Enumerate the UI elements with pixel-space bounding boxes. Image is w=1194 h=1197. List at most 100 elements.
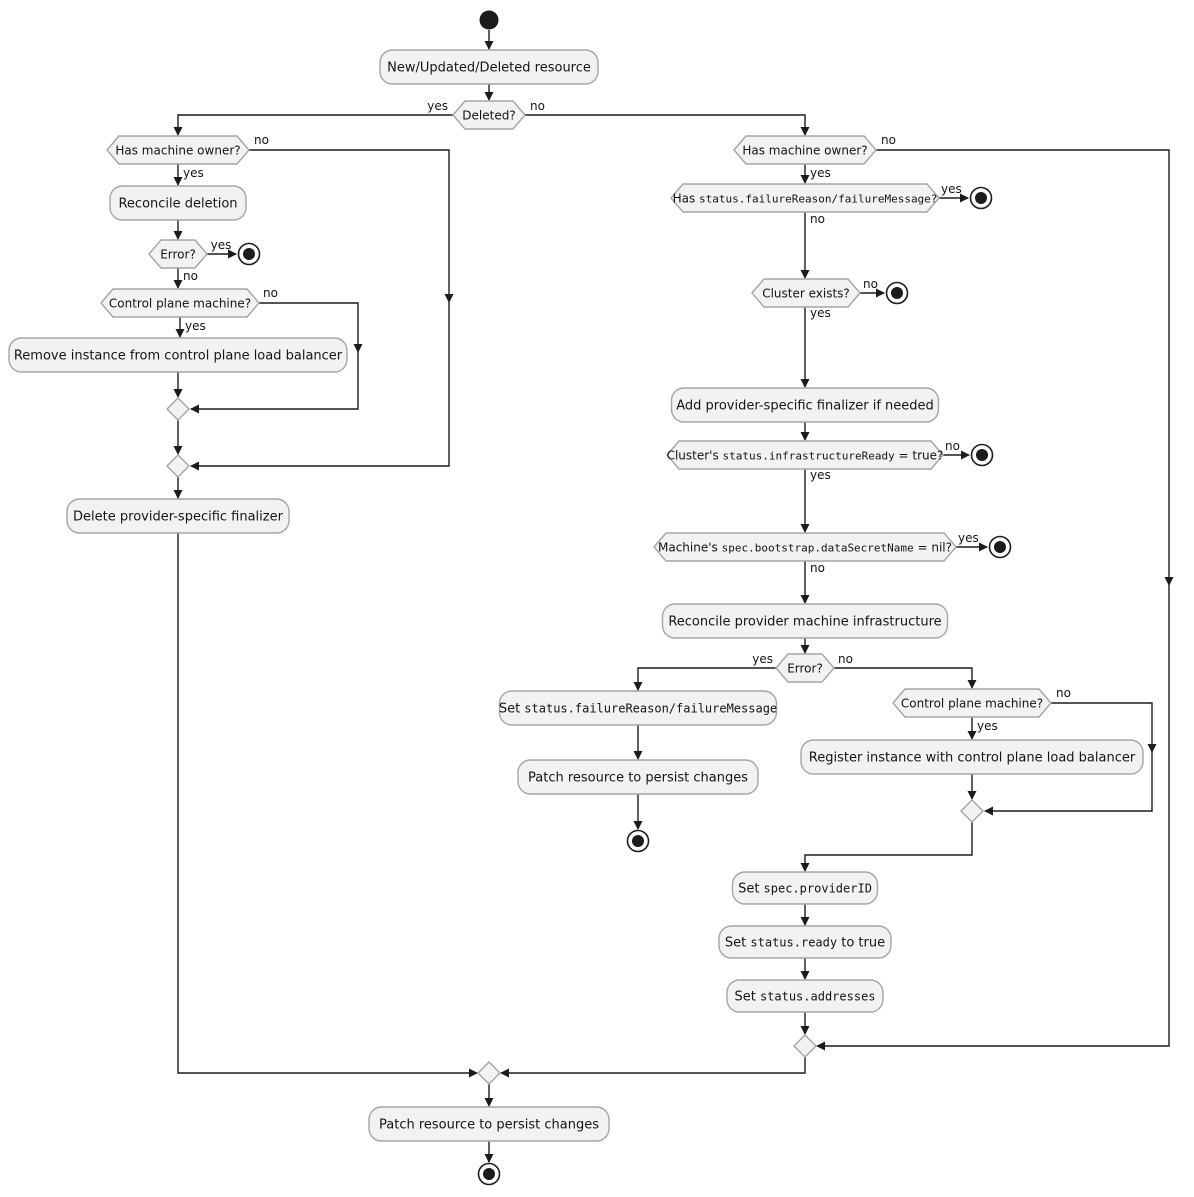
decision-control-plane-machine-right-label: Control plane machine?	[901, 697, 1043, 711]
arrowhead-icon	[484, 1098, 494, 1107]
activity-reconcile-provider-machine-infrastructure: Reconcile provider machine infrastructur…	[661, 603, 949, 639]
arrowhead-icon	[967, 791, 977, 800]
edge-add-finalizer-to-infra-ready	[800, 422, 810, 441]
arrowhead-icon	[173, 280, 183, 289]
decision-deleted-label: Deleted?	[462, 109, 515, 123]
edge-data-secret-no-guard-label: no	[810, 561, 825, 575]
activity-patch-resource-error-branch: Patch resource to persist changes	[517, 759, 759, 795]
arrowhead-icon	[444, 294, 454, 303]
merge-diamond-3	[960, 799, 984, 823]
decision-deleted: Deleted?	[452, 100, 526, 130]
arrowhead-icon	[190, 461, 199, 471]
edge-owner-left-no: no	[190, 133, 454, 471]
activity-set-status-addresses: Set status.addresses	[726, 979, 884, 1013]
edge-reconcile-infra-to-error	[800, 638, 810, 654]
decision-cluster-exists-label: Cluster exists?	[762, 287, 850, 301]
arrowhead-icon	[173, 490, 183, 499]
edge-error-right-no-guard-label: no	[838, 652, 853, 666]
edge-failure-no-guard-label: no	[810, 212, 825, 226]
decision-error-right-label: Error?	[787, 662, 823, 676]
edge-cpm-right-yes: yes	[967, 717, 998, 740]
activity-set-spec-provider-id: Set spec.providerID	[731, 871, 879, 905]
decision-infrastructure-ready-label: Cluster's status.infrastructureReady = t…	[667, 449, 944, 463]
arrowhead-icon	[1164, 577, 1174, 586]
activity-patch-resource-error-branch-label: Patch resource to persist changes	[528, 771, 748, 786]
activity-delete-provider-finalizer-label: Delete provider-specific finalizer	[73, 510, 284, 525]
decision-has-machine-owner-right: Has machine owner?	[733, 135, 877, 165]
edge-data-secret-no: no	[800, 561, 825, 604]
start-node	[479, 10, 499, 30]
edge-error-left-no-guard-label: no	[183, 269, 198, 283]
activity-set-failure-reason: Set status.failureReason/failureMessage	[498, 690, 778, 726]
arrowhead-icon	[469, 1068, 478, 1078]
decision-control-plane-machine-left-label: Control plane machine?	[109, 297, 251, 311]
activity-register-instance-with-lb: Register instance with control plane loa…	[800, 739, 1144, 775]
decision-has-failure-reason: Has status.failureReason/failureMessage?	[670, 183, 940, 213]
edge-cpm-left-yes-guard-label: yes	[185, 319, 206, 333]
edge-cpm-right-no: no	[984, 686, 1157, 816]
edge-merge1-to-merge2	[173, 420, 183, 455]
edge-cpm-left-yes: yes	[175, 317, 206, 338]
arrowhead-icon	[175, 329, 185, 338]
edge-deleted-no: no	[525, 99, 810, 136]
edge-provider-id-to-ready	[800, 904, 810, 926]
edge-cpm-right-yes-guard-label: yes	[977, 719, 998, 733]
activity-patch-resource-final: Patch resource to persist changes	[368, 1106, 610, 1142]
edge-failure-yes: yes	[939, 182, 969, 203]
decision-has-machine-owner-right-label: Has machine owner?	[742, 144, 867, 158]
edge-start-to-resource	[484, 30, 494, 50]
activity-new-updated-deleted-resource: New/Updated/Deleted resource	[379, 49, 599, 85]
edge-register-to-merge3	[967, 774, 977, 800]
arrowhead-icon	[173, 177, 183, 186]
edge-error-right-yes-guard-label: yes	[752, 652, 773, 666]
end-node-error-left	[237, 242, 261, 266]
edge-owner-left-no-guard-label: no	[254, 133, 269, 147]
end-node-failure-reason	[969, 186, 993, 210]
edge-deleted-yes-guard-label: yes	[427, 99, 448, 113]
edge-failure-no: no	[800, 212, 825, 279]
edge-remove-instance-to-merge1	[173, 372, 183, 398]
arrowhead-icon	[800, 270, 810, 279]
edge-infra-ready-no: no	[943, 439, 970, 460]
edge-patch-final-to-end	[484, 1141, 494, 1163]
decision-control-plane-machine-left: Control plane machine?	[100, 288, 260, 318]
edge-infra-ready-yes: yes	[800, 468, 831, 533]
edge-merge3-to-provider-id	[800, 822, 973, 872]
decision-control-plane-machine-right: Control plane machine?	[892, 688, 1052, 718]
arrowhead-icon	[484, 1154, 494, 1163]
arrowhead-icon	[173, 231, 183, 240]
edge-owner-left-yes: yes	[173, 164, 204, 186]
edge-ready-to-addresses	[800, 958, 810, 980]
edge-cpm-right-no-guard-label: no	[1056, 686, 1071, 700]
decision-infrastructure-ready: Cluster's status.infrastructureReady = t…	[666, 440, 944, 470]
end-node-final	[477, 1162, 501, 1186]
arrowhead-icon	[800, 127, 810, 136]
activity-remove-instance-from-lb-label: Remove instance from control plane load …	[14, 349, 343, 364]
arrowhead-icon	[800, 379, 810, 388]
activity-register-instance-with-lb-label: Register instance with control plane loa…	[809, 751, 1136, 766]
merge-diamond-2	[166, 454, 190, 478]
arrowhead-icon	[979, 542, 988, 552]
arrowhead-icon	[800, 917, 810, 926]
arrowhead-icon	[816, 1041, 825, 1051]
edge-cpm-left-no-guard-label: no	[263, 286, 278, 300]
arrowhead-icon	[633, 751, 643, 760]
arrowhead-icon	[984, 806, 993, 816]
activity-remove-instance-from-lb: Remove instance from control plane load …	[8, 337, 348, 373]
edge-cluster-exists-yes-guard-label: yes	[810, 306, 831, 320]
decision-has-machine-owner-left: Has machine owner?	[106, 135, 250, 165]
activity-reconcile-provider-machine-infrastructure-label: Reconcile provider machine infrastructur…	[668, 615, 941, 630]
arrowhead-icon	[1147, 744, 1157, 753]
arrowhead-icon	[960, 193, 969, 203]
edge-merge2-to-delete-finalizer	[173, 477, 183, 499]
activity-new-updated-deleted-resource-label: New/Updated/Deleted resource	[387, 61, 591, 76]
arrowhead-icon	[876, 288, 885, 298]
decision-data-secret-name: Machine's spec.bootstrap.dataSecretName …	[653, 532, 957, 562]
decision-error-left-label: Error?	[160, 248, 196, 262]
edge-owner-right-no: no	[816, 133, 1174, 1051]
arrowhead-icon	[484, 41, 494, 50]
arrowhead-icon	[484, 92, 494, 101]
arrowhead-icon	[800, 175, 810, 184]
edge-owner-left-yes-guard-label: yes	[183, 166, 204, 180]
